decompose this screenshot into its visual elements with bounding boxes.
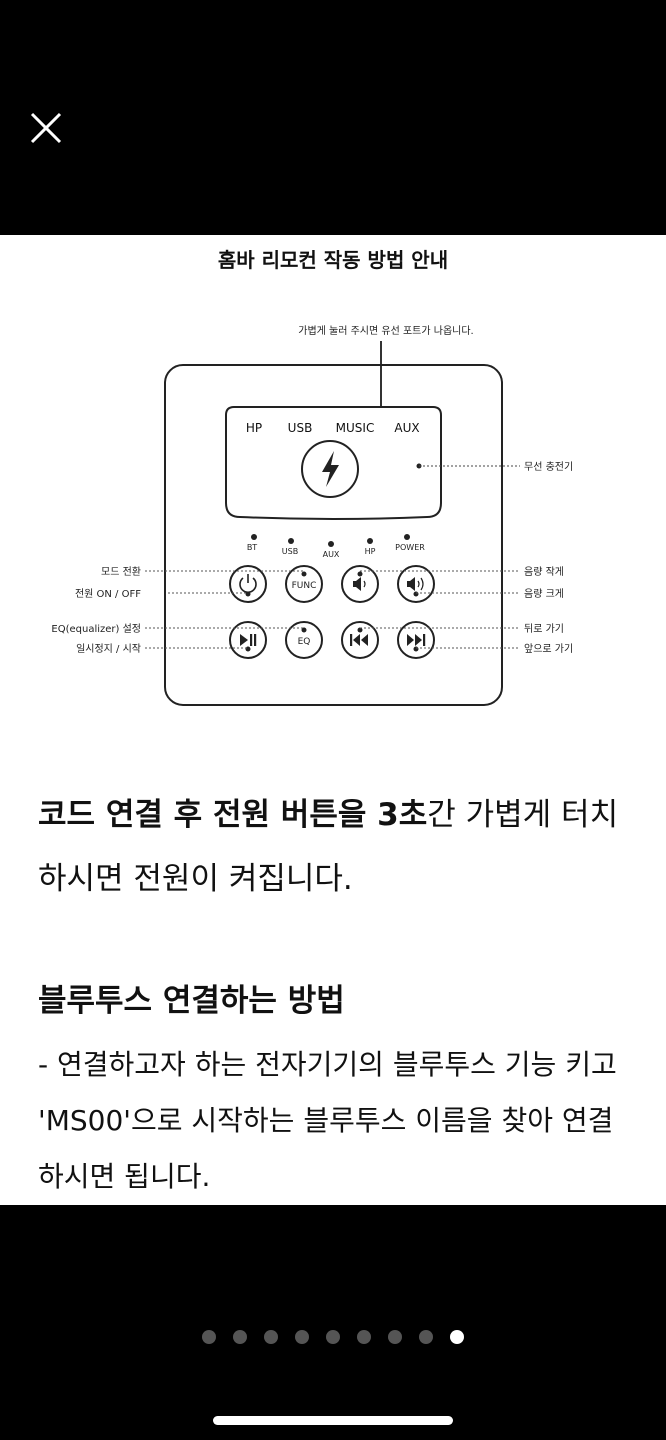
svg-text:HP: HP [365,547,376,556]
page-dot[interactable] [295,1330,309,1344]
callout-play-pause: 일시정지 / 시작 [76,643,141,655]
remote-diagram: 홈바 리모컨 작동 방법 안내 가볍게 눌러 주시면 유선 포트가 나옵니다. … [51,248,573,706]
svg-text:FUNC: FUNC [292,581,317,591]
display-label-aux: AUX [394,421,419,435]
page-dot[interactable] [202,1330,216,1344]
diagram-title: 홈바 리모컨 작동 방법 안내 [218,248,448,272]
svg-text:USB: USB [282,547,298,556]
page-indicator [0,1330,666,1344]
eq-button: EQ [285,621,323,659]
power-instructions-bold: 코드 연결 후 전원 버튼을 3초 [38,797,428,833]
display-label-hp: HP [246,421,262,435]
func-button: FUNC [285,565,323,603]
wireless-charge-icon [301,440,359,498]
callout-power: 전원 ON / OFF [75,588,141,600]
page-dot[interactable] [388,1330,402,1344]
remote-body [164,364,503,706]
svg-text:AUX: AUX [323,550,340,559]
play-pause-button [229,621,267,659]
power-instructions-rest: 간 가볍게 터치하시면 전원이 켜집니다. [38,797,619,897]
power-button [229,565,267,603]
volume-down-button [341,565,379,603]
callout-volume-down: 음량 작게 [524,566,564,578]
close-button[interactable] [26,108,66,148]
page-dot[interactable] [419,1330,433,1344]
volume-up-button [397,565,435,603]
svg-text:BT: BT [247,543,257,552]
previous-button [341,621,379,659]
callout-previous: 뒤로 가기 [524,623,564,635]
page-dot[interactable] [357,1330,371,1344]
home-indicator[interactable] [213,1416,453,1425]
callout-eq: EQ(equalizer) 설정 [51,623,141,635]
callout-volume-up: 음량 크게 [524,588,564,600]
bluetooth-instructions: - 연결하고자 하는 전자기기의 블루투스 기능 키고 'MS00'으로 시작하… [38,1048,617,1193]
page-dot-active[interactable] [450,1330,464,1344]
port-callout: 가볍게 눌러 주시면 유선 포트가 나옵니다. [298,325,473,337]
image-content: 홈바 리모컨 작동 방법 안내 가볍게 눌러 주시면 유선 포트가 나옵니다. … [0,235,666,1205]
bluetooth-heading: 블루투스 연결하는 방법 [38,983,345,1019]
close-icon [30,112,62,144]
page-dot[interactable] [326,1330,340,1344]
svg-text:EQ: EQ [298,637,311,647]
display-label-usb: USB [288,421,313,435]
next-button [397,621,435,659]
wireless-charger-callout: 무선 충전기 [524,461,573,473]
indicator-lights: BT USB AUX HP POWER [247,534,425,559]
callout-mode-switch: 모드 전환 [101,566,141,578]
display-label-music: MUSIC [336,421,375,435]
page-dot[interactable] [233,1330,247,1344]
display-panel [225,406,442,520]
page-dot[interactable] [264,1330,278,1344]
power-instructions: 코드 연결 후 전원 버튼을 3초간 가볍게 터치하시면 전원이 켜집니다. [38,783,638,911]
callout-next: 앞으로 가기 [524,643,573,655]
svg-text:POWER: POWER [395,543,425,552]
